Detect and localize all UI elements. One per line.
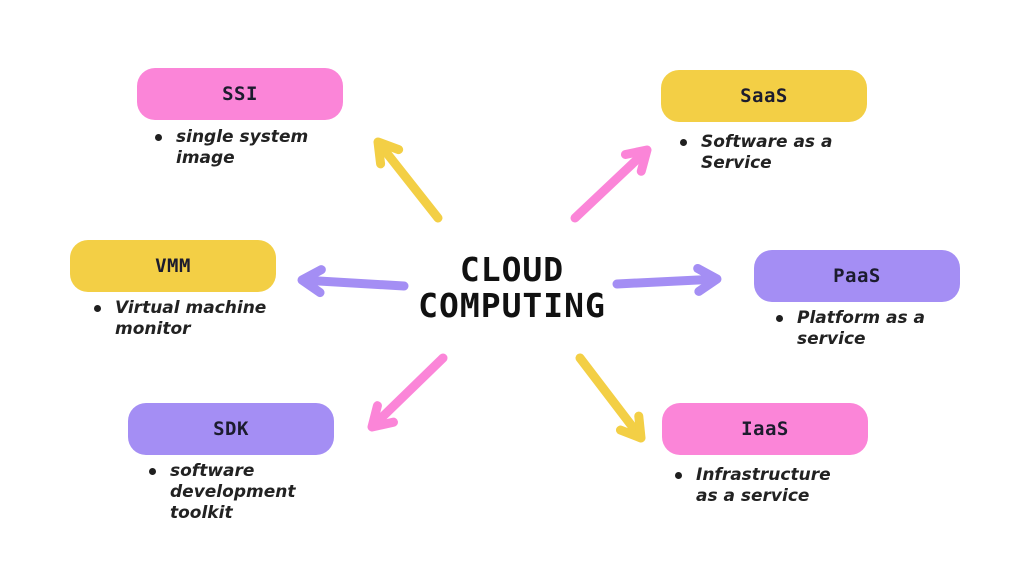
vmm-node: VMM — [70, 240, 276, 292]
vmm-description: Virtual machine monitor — [91, 298, 266, 340]
sdk-label: SDK — [213, 418, 249, 440]
arrow-to-vmm — [297, 265, 409, 298]
ssi-node: SSI — [137, 68, 343, 120]
saas-desc-line: Service — [701, 153, 772, 173]
sdk-node: SDK — [128, 403, 334, 455]
saas-description-item: Software as a Service — [677, 132, 832, 174]
arrow-to-ssi-shaft — [375, 140, 443, 223]
iaas-description: Infrastructure as a service — [672, 465, 831, 507]
iaas-desc-line: as a service — [696, 486, 810, 506]
arrow-to-sdk-shaft — [370, 353, 448, 429]
arrow-to-paas — [612, 263, 722, 296]
arrow-to-iaas — [575, 353, 646, 443]
iaas-node: IaaS — [662, 403, 868, 455]
ssi-description: single system image — [152, 127, 308, 169]
saas-label: SaaS — [740, 85, 788, 107]
vmm-desc-line: monitor — [115, 319, 191, 339]
paas-description: Platform as a service — [773, 308, 925, 350]
iaas-label: IaaS — [741, 418, 789, 440]
sdk-desc-line: toolkit — [170, 503, 233, 523]
ssi-desc-line: image — [176, 148, 235, 168]
arrow-to-ssi-head — [373, 137, 404, 169]
arrow-to-sdk-head — [367, 401, 398, 432]
ssi-desc-line: single system — [176, 127, 309, 147]
iaas-desc-line: Infrastructure — [696, 465, 831, 485]
vmm-desc-line: Virtual machine — [115, 298, 267, 318]
paas-desc-line: service — [797, 329, 866, 349]
sdk-desc-line: software — [170, 461, 255, 481]
arrow-to-saas — [570, 145, 652, 223]
center-title-line2: COMPUTING — [418, 286, 606, 325]
arrow-to-vmm-head — [297, 265, 326, 298]
saas-node: SaaS — [661, 70, 867, 122]
paas-description-item: Platform as a service — [773, 308, 925, 350]
arrow-to-paas-shaft — [612, 274, 718, 289]
sdk-description-item: software development toolkit — [146, 461, 295, 524]
arrow-to-iaas-shaft — [575, 353, 644, 440]
arrow-to-saas-shaft — [570, 148, 649, 223]
arrow-to-saas-head — [620, 145, 652, 176]
sdk-desc-line: development — [170, 482, 296, 502]
ssi-description-item: single system image — [152, 127, 308, 169]
arrow-to-vmm-shaft — [301, 275, 409, 291]
iaas-description-item: Infrastructure as a service — [672, 465, 831, 507]
arrow-to-iaas-head — [615, 411, 646, 443]
vmm-label: VMM — [155, 255, 191, 277]
paas-label: PaaS — [833, 265, 881, 287]
paas-node: PaaS — [754, 250, 960, 302]
saas-desc-line: Software as a — [701, 132, 833, 152]
arrow-to-ssi — [373, 137, 443, 223]
ssi-label: SSI — [222, 83, 258, 105]
vmm-description-item: Virtual machine monitor — [91, 298, 266, 340]
sdk-description: software development toolkit — [146, 461, 295, 524]
arrow-to-paas-head — [693, 263, 722, 296]
center-title: CLOUD COMPUTING — [396, 252, 628, 324]
center-title-line1: CLOUD — [459, 250, 565, 289]
saas-description: Software as a Service — [677, 132, 832, 174]
paas-desc-line: Platform as a — [797, 308, 925, 328]
arrow-to-sdk — [367, 353, 448, 432]
